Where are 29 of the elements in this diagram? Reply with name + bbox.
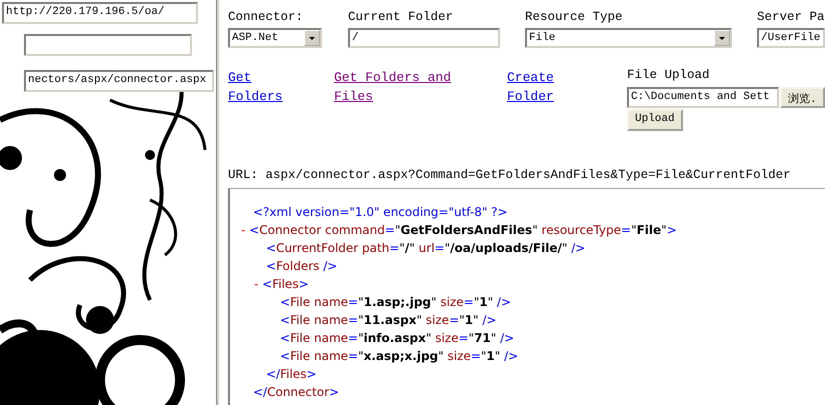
input-field: C:\Documents and Sett bbox=[627, 87, 779, 108]
code-line: <File name="1.asp;.jpg" size="1" /> bbox=[280, 295, 512, 309]
code-line: - <Files> bbox=[254, 277, 309, 291]
code-line: <?xml version="1.0" encoding="utf-8" ?> bbox=[253, 205, 508, 219]
code-line: <File name="info.aspx" size="71" /> bbox=[280, 331, 514, 345]
code-line: <CurrentFolder path="/" url="/oa/uploads/File/" /> bbox=[266, 241, 586, 255]
field-label: Connector: bbox=[228, 10, 304, 24]
input-field: nectors/aspx/connector.aspx bbox=[24, 70, 214, 92]
code-line: <Folders /> bbox=[266, 259, 338, 273]
code-line: </Files> bbox=[266, 367, 317, 381]
field-label: File Upload bbox=[627, 68, 710, 82]
dropdown-select: File bbox=[525, 28, 732, 48]
link: Get Folders and Files bbox=[334, 69, 452, 106]
url-text: URL: aspx/connector.aspx?Command=GetFoldersAndFiles&Type=File&CurrentFolder bbox=[228, 168, 791, 182]
field-label: Server Pa bbox=[757, 10, 825, 24]
dropdown-select: ASP.Net bbox=[228, 28, 322, 48]
code-line: </Connector> bbox=[253, 385, 340, 399]
input-field: / bbox=[348, 28, 500, 48]
link: Get Folders bbox=[228, 69, 284, 106]
input-field: http://220.179.196.5/oa/ bbox=[2, 2, 198, 24]
link: Create Folder bbox=[507, 69, 555, 106]
button: Upload bbox=[627, 109, 683, 131]
input-field: /UserFile bbox=[757, 28, 825, 48]
code-line: <File name="x.asp;x.jpg" size="1" /> bbox=[280, 349, 518, 363]
code-line: <File name="11.aspx" size="1" /> bbox=[280, 313, 496, 327]
field-label: Current Folder bbox=[348, 10, 454, 24]
code-line: - <Connector command="GetFoldersAndFiles" resourceType="File"> bbox=[241, 223, 677, 237]
field-label: Resource Type bbox=[525, 10, 623, 24]
button: 浏览. bbox=[780, 87, 825, 108]
